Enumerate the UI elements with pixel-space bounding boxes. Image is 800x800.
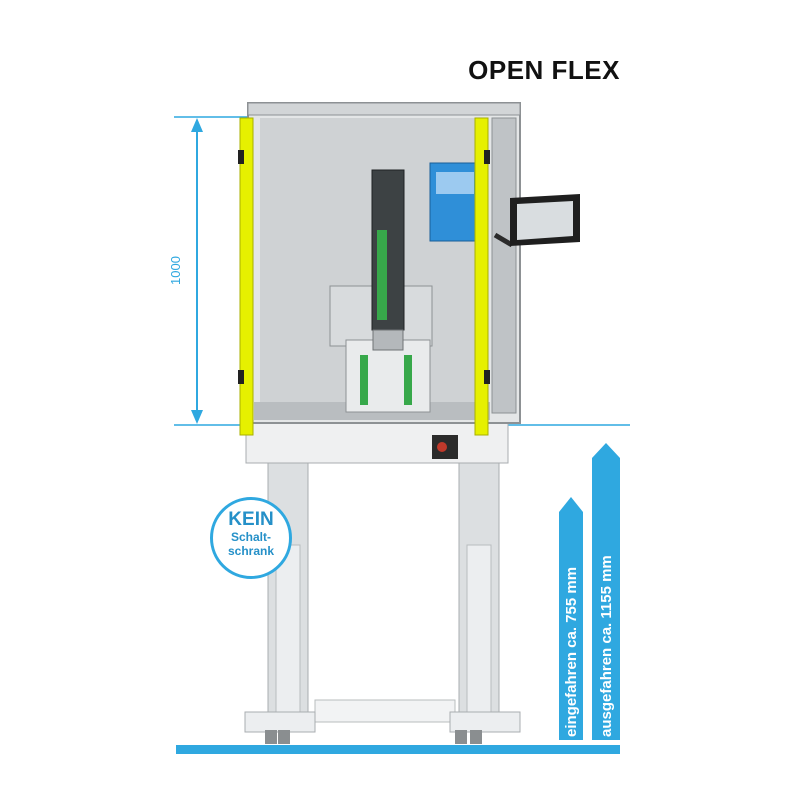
product-title: OPEN FLEX: [468, 55, 620, 85]
extended-height-label: ausgefahren ca. 1155 mm: [598, 555, 615, 737]
enclosure-side-panel: [491, 117, 517, 414]
badge-line-3: schrank: [227, 544, 275, 558]
green-rail-right: [404, 355, 412, 405]
badge-line-2: Schalt-: [230, 530, 271, 544]
emergency-stop-icon: [437, 442, 447, 452]
height-arrow-retracted: [559, 497, 583, 740]
table-top: [245, 422, 509, 464]
green-rail-left: [360, 355, 368, 405]
safety-guard-right: [474, 117, 489, 436]
dimension-label: 1000: [168, 256, 183, 285]
badge-line-1: KEIN: [228, 509, 274, 530]
dimension-arrow-up-icon: [191, 118, 203, 132]
height-arrow-extended: [592, 443, 620, 740]
no-control-cabinet-badge: KEIN Schalt- schrank: [210, 497, 292, 579]
lifting-columns: [244, 461, 521, 744]
retracted-height-label: eingefahren ca. 755 mm: [563, 566, 580, 737]
floor-line: [176, 745, 620, 754]
safety-guard-left: [239, 117, 254, 436]
dimension-arrow-down-icon: [191, 410, 203, 424]
press-actuator: [371, 169, 405, 331]
